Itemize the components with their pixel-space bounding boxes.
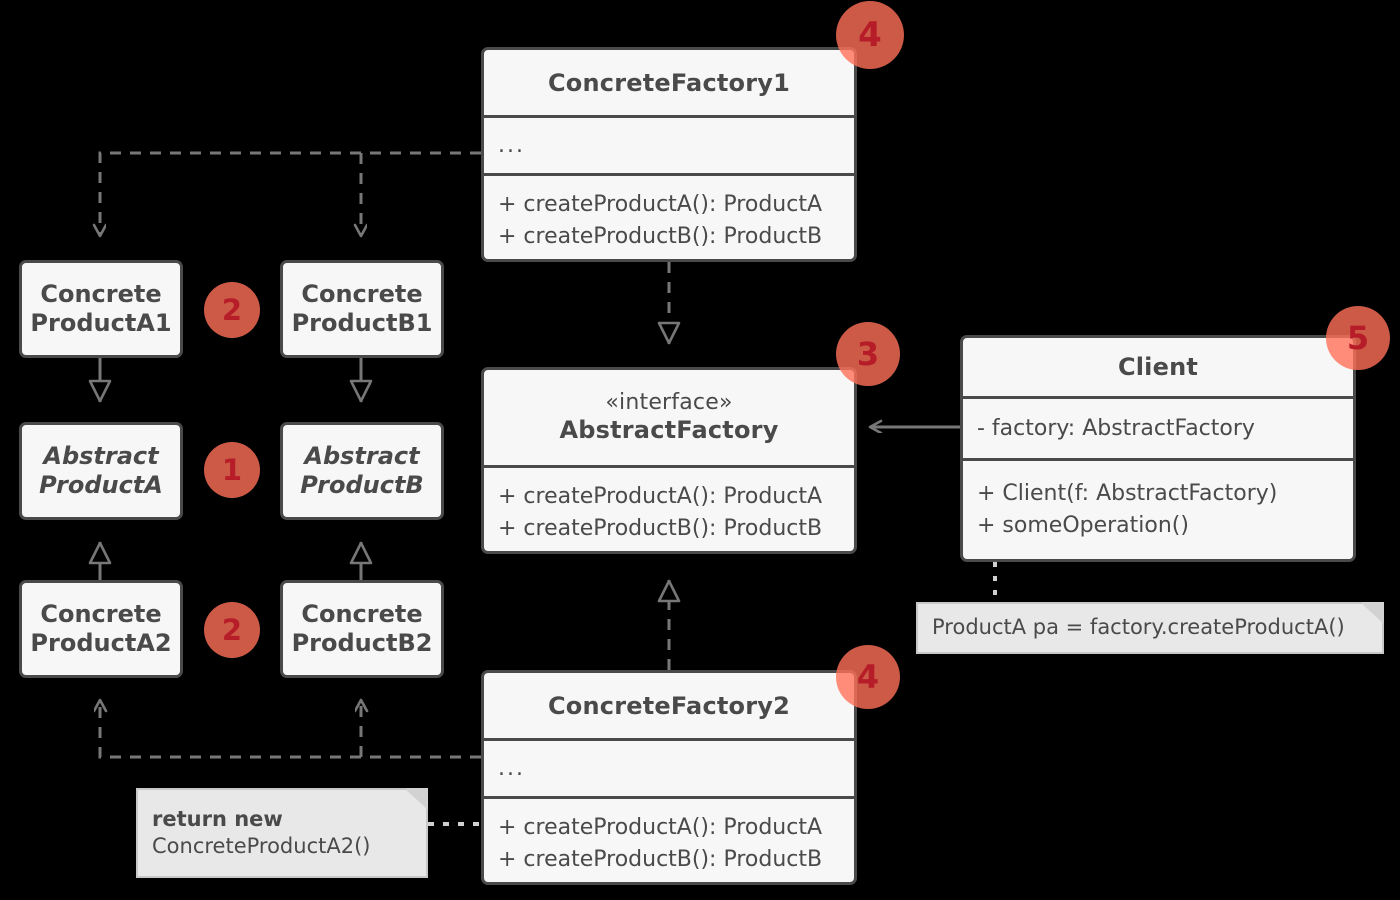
badge-label: 5 xyxy=(1346,319,1370,357)
class-box-concrete-factory-1[interactable]: ConcreteFactory1 ... + createProductA():… xyxy=(481,47,857,262)
class-attributes-concrete-factory-2: ... xyxy=(484,738,854,796)
step-badge-2-bottom[interactable]: 2 xyxy=(204,602,260,658)
name-line-1: Abstract xyxy=(43,441,159,470)
method-item: + createProductB(): ProductB xyxy=(498,846,823,872)
class-attributes-client: - factory: AbstractFactory xyxy=(963,396,1353,458)
dependency-factory1-to-products xyxy=(100,151,481,236)
name-line-2: ProductA xyxy=(39,471,163,499)
class-methods-concrete-factory-2: + createProductA(): ProductA + createPro… xyxy=(484,796,854,882)
class-box-concrete-product-b2[interactable]: Concrete ProductB2 xyxy=(280,580,444,678)
class-methods-client: + Client(f: AbstractFactory) + someOpera… xyxy=(963,458,1353,558)
class-name-concrete-product-b2: Concrete ProductB2 xyxy=(292,600,433,659)
method-item: + someOperation() xyxy=(977,512,1189,538)
class-box-abstract-product-b[interactable]: Abstract ProductB xyxy=(280,422,444,520)
name-line-2: ProductA2 xyxy=(30,629,172,657)
class-name-abstract-product-b: Abstract ProductB xyxy=(300,442,423,501)
class-attributes-concrete-factory-1: ... xyxy=(484,115,854,173)
badge-label: 4 xyxy=(858,15,882,55)
name-line-2: ProductB1 xyxy=(291,309,433,337)
badge-label: 3 xyxy=(856,335,880,373)
badge-label: 2 xyxy=(221,293,243,327)
step-badge-3[interactable]: 3 xyxy=(836,322,900,386)
class-name-concrete-product-a1: Concrete ProductA1 xyxy=(30,280,171,339)
class-title-concrete-factory-2: ConcreteFactory2 xyxy=(547,691,791,720)
step-badge-5[interactable]: 5 xyxy=(1326,306,1390,370)
class-box-concrete-factory-2[interactable]: ConcreteFactory2 ... + createProductA():… xyxy=(481,670,857,885)
name-line-2: ProductA1 xyxy=(30,309,172,337)
class-box-abstract-product-a[interactable]: Abstract ProductA xyxy=(19,422,183,520)
note-factory2-code: return new ConcreteProductA2() xyxy=(136,788,428,878)
class-box-concrete-product-a2[interactable]: Concrete ProductA2 xyxy=(19,580,183,678)
class-name-concrete-product-a2: Concrete ProductA2 xyxy=(30,600,171,659)
class-title-abstract-factory: «interface» AbstractFactory xyxy=(484,370,854,465)
note-text-line-2: ConcreteProductA2() xyxy=(152,834,371,858)
step-badge-4-top[interactable]: 4 xyxy=(836,1,904,69)
class-methods-concrete-factory-1: + createProductA(): ProductA + createPro… xyxy=(484,173,854,259)
class-name-abstract-factory: AbstractFactory xyxy=(559,416,779,445)
method-item: + createProductA(): ProductA xyxy=(498,483,822,509)
method-item: + createProductA(): ProductA xyxy=(498,814,822,840)
method-item: + createProductA(): ProductA xyxy=(498,191,822,217)
class-methods-abstract-factory: + createProductA(): ProductA + createPro… xyxy=(484,465,854,551)
dependency-factory2-to-products xyxy=(100,700,481,759)
badge-label: 1 xyxy=(221,453,243,487)
class-box-abstract-factory[interactable]: «interface» AbstractFactory + createProd… xyxy=(481,367,857,554)
attribute-item: - factory: AbstractFactory xyxy=(977,415,1255,441)
method-item: + createProductB(): ProductB xyxy=(498,223,823,249)
name-line-1: Concrete xyxy=(40,279,162,308)
name-line-2: ProductB xyxy=(300,471,424,499)
stereotype-interface: «interface» xyxy=(605,390,733,416)
step-badge-1[interactable]: 1 xyxy=(204,442,260,498)
class-name-concrete-product-b1: Concrete ProductB1 xyxy=(292,280,433,339)
note-client-code: ProductA pa = factory.createProductA() xyxy=(916,602,1384,654)
class-box-concrete-product-b1[interactable]: Concrete ProductB1 xyxy=(280,260,444,358)
method-item: + createProductB(): ProductB xyxy=(498,515,823,541)
class-title-concrete-factory-1: ConcreteFactory1 xyxy=(547,68,791,97)
note-text: ProductA pa = factory.createProductA() xyxy=(932,615,1345,640)
class-box-concrete-product-a1[interactable]: Concrete ProductA1 xyxy=(19,260,183,358)
method-item: + Client(f: AbstractFactory) xyxy=(977,480,1278,506)
name-line-1: Abstract xyxy=(304,441,420,470)
class-box-client[interactable]: Client - factory: AbstractFactory + Clie… xyxy=(960,335,1356,562)
name-line-1: Concrete xyxy=(301,599,423,628)
note-text-line-1: return new xyxy=(152,806,283,831)
badge-label: 2 xyxy=(221,613,243,647)
name-line-1: Concrete xyxy=(301,279,423,308)
badge-label: 4 xyxy=(856,658,880,696)
name-line-2: ProductB2 xyxy=(291,629,433,657)
class-name-abstract-product-a: Abstract ProductA xyxy=(39,442,163,501)
step-badge-4-bottom[interactable]: 4 xyxy=(836,645,900,709)
step-badge-2-top[interactable]: 2 xyxy=(204,282,260,338)
class-title-client: Client xyxy=(1117,353,1199,381)
name-line-1: Concrete xyxy=(40,599,162,628)
